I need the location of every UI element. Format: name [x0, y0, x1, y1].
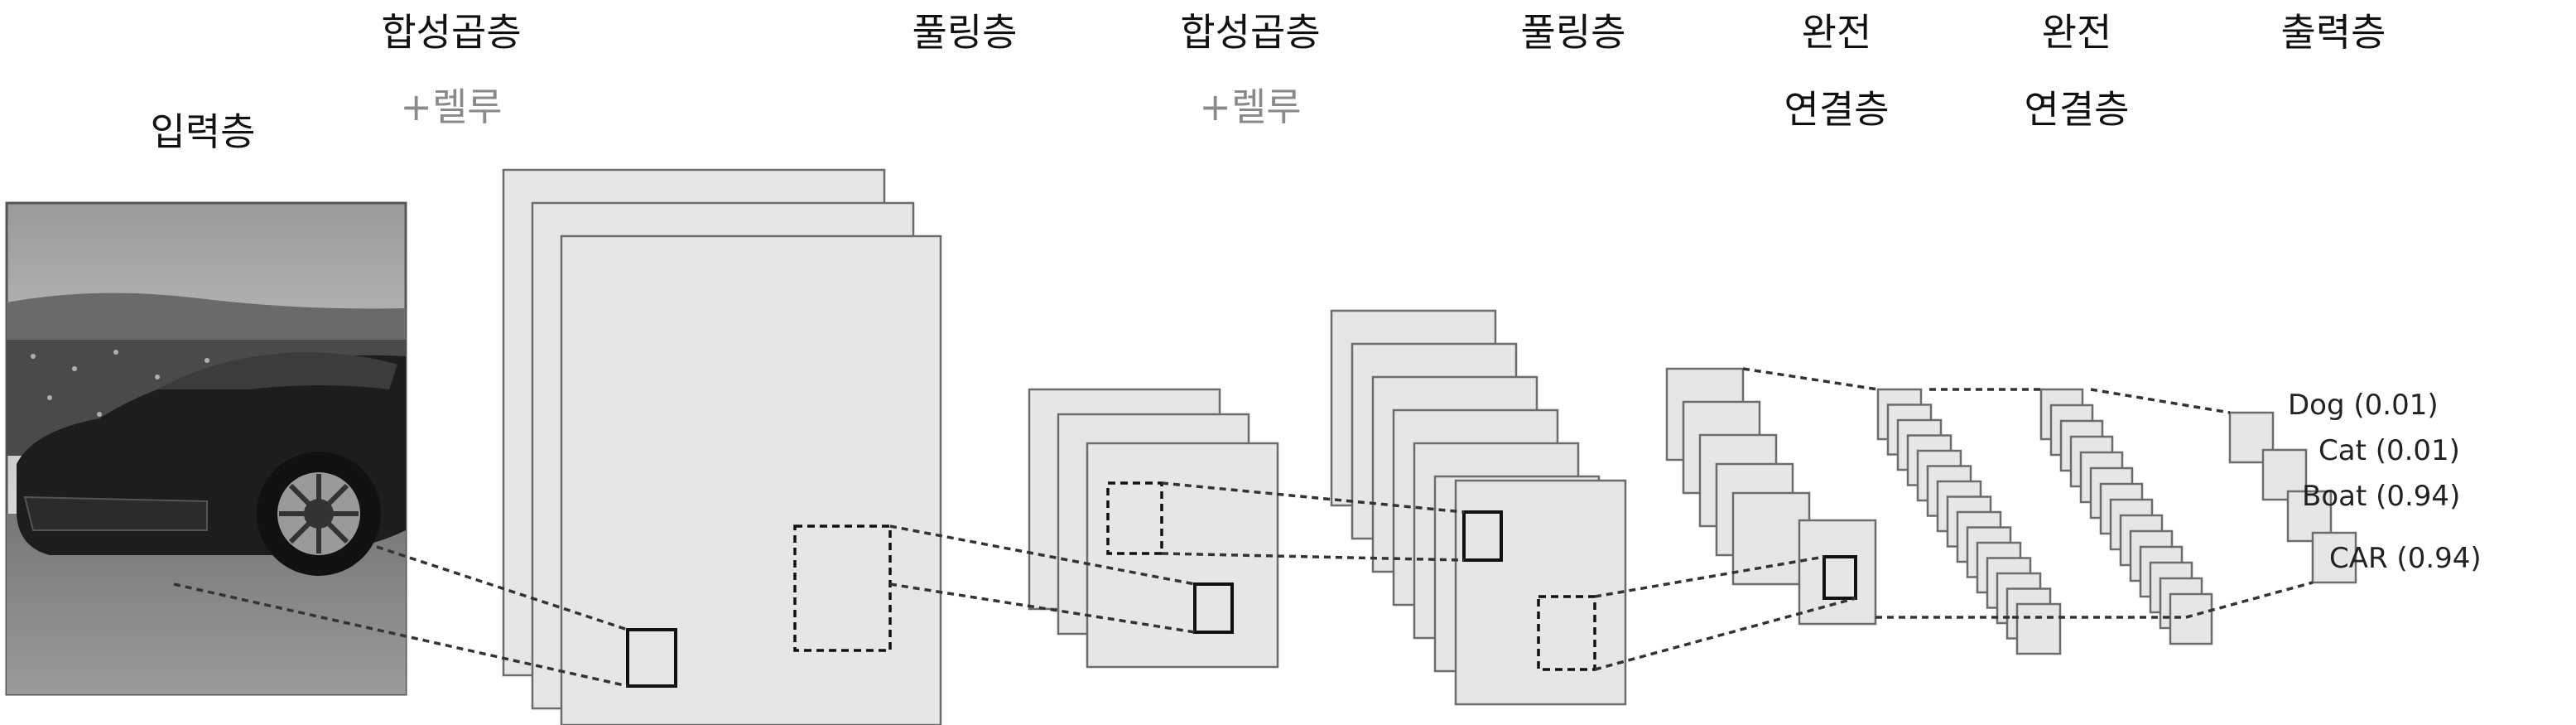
- pool2-receptive-field: [1822, 555, 1857, 600]
- fc1-layer-label-line2: 연결층: [1784, 87, 1890, 132]
- conv1-feature-maps: [502, 168, 942, 725]
- conv1-map-3: [560, 234, 942, 725]
- projection-lines: [173, 367, 2314, 688]
- output-unit-car: [2311, 531, 2357, 584]
- conv1-pool-window: [793, 524, 892, 652]
- output-label-dog: Dog (0.01): [2288, 389, 2439, 422]
- conv2-relu-label: +렐루: [1199, 85, 1301, 129]
- input-image: [5, 201, 407, 696]
- output-label-car: CAR (0.94): [2329, 542, 2482, 575]
- fc2-neurons: [2039, 388, 2213, 645]
- input-layer-label: 입력층: [151, 109, 256, 154]
- pool2-layer-label: 풀링층: [1521, 10, 1626, 55]
- fc2-neuron: [2169, 592, 2213, 645]
- output-label-cat: Cat (0.01): [2318, 434, 2460, 467]
- conv1-layer-label: 합성곱층: [381, 10, 521, 55]
- fc2-layer-label-line2: 연결층: [2025, 87, 2130, 132]
- conv2-receptive-field: [1462, 510, 1503, 562]
- output-units: Dog (0.01) Cat (0.01) Boat (0.94) CAR (0…: [2228, 389, 2482, 584]
- pool2-map-6: [1798, 519, 1877, 626]
- fc1-neuron: [2015, 602, 2062, 655]
- layer-labels: 입력층 합성곱층 +렐루 풀링층 합성곱층 +렐루 풀링층 완전 연결층 완전 …: [151, 10, 2386, 154]
- pool2-feature-maps: [1665, 367, 1877, 626]
- conv1-relu-label: +렐루: [400, 85, 502, 129]
- output-label-boat: Boat (0.94): [2302, 480, 2460, 513]
- fc1-neurons: [1876, 388, 2062, 655]
- conv1-receptive-field: [626, 628, 677, 688]
- fc2-layer-label-line1: 완전: [2042, 10, 2112, 55]
- output-layer-label: 출력층: [2281, 10, 2386, 55]
- conv2-feature-maps: [1330, 309, 1627, 706]
- pool1-feature-maps: [1028, 388, 1279, 669]
- conv2-pool-window: [1537, 595, 1596, 671]
- fc1-layer-label-line1: 완전: [1802, 10, 1872, 55]
- pool1-receptive-field: [1193, 582, 1234, 634]
- pool1-layer-label: 풀링층: [912, 10, 1018, 55]
- pool1-conv-window: [1106, 481, 1163, 555]
- conv2-map-7: [1454, 479, 1627, 706]
- conv2-layer-label: 합성곱층: [1180, 10, 1320, 55]
